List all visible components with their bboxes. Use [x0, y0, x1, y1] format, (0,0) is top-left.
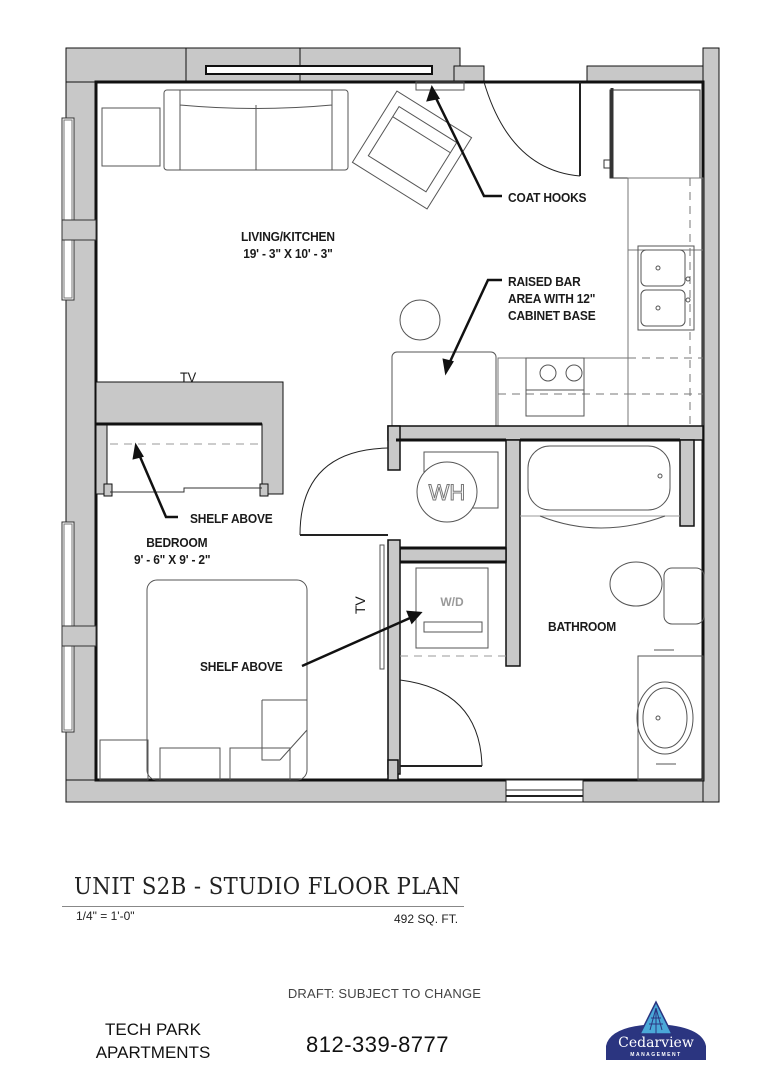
raised-bar-line3: CABINET BASE: [508, 308, 596, 323]
plan-area: 492 SQ. FT.: [394, 912, 459, 926]
water-heater: [416, 451, 499, 523]
water-heater-label: WH: [429, 480, 466, 505]
property-name: TECH PARK APARTMENTS: [78, 1018, 228, 1064]
bar-stool: [399, 299, 441, 341]
logo-subtitle: MANAGEMENT: [630, 1052, 682, 1058]
bathtub: [520, 445, 680, 529]
draft-note: DRAFT: SUBJECT TO CHANGE: [0, 986, 779, 1001]
interior-walls: [387, 425, 704, 781]
top-window: [205, 65, 433, 75]
kitchen-sink: [637, 245, 695, 331]
left-windows: [61, 117, 97, 733]
title-divider: [62, 906, 464, 907]
bathroom-label: BATHROOM: [548, 619, 617, 634]
plan-scale: 1/4" = 1'-0": [76, 909, 135, 923]
tv-living-label: TV: [180, 369, 197, 385]
toilet: [609, 561, 705, 625]
closet-walls: [95, 381, 284, 495]
living-room-label: LIVING/KITCHEN 19' - 3" X 10' - 3": [241, 228, 335, 262]
tv-bedroom-mount: [379, 544, 385, 670]
bedroom-name: BEDROOM: [146, 535, 208, 550]
bedroom-label: BEDROOM 9' - 6" X 9' - 2": [134, 534, 211, 568]
washer-dryer-label: W/D: [440, 595, 464, 609]
floor-plan: WH W/D: [61, 47, 720, 803]
logo-name: Cedarview: [618, 1035, 694, 1051]
raised-bar-line1: RAISED BAR: [508, 274, 581, 289]
armchair: [351, 90, 473, 210]
raised-bar-callout: RAISED BAR AREA WITH 12" CABINET BASE: [508, 273, 596, 324]
living-room-name: LIVING/KITCHEN: [241, 229, 335, 244]
tv-bedroom-label: TV: [352, 596, 368, 615]
bed: [99, 579, 308, 781]
stove: [525, 357, 585, 417]
living-room-dims: 19' - 3" X 10' - 3": [243, 246, 333, 261]
callout-leaders: [132, 85, 502, 668]
draft-note-text: DRAFT: SUBJECT TO CHANGE: [287, 986, 482, 1001]
cedarview-logo: [606, 1000, 706, 1060]
washer-dryer: [415, 567, 489, 649]
bedroom-dims: 9' - 6" X 9' - 2": [134, 552, 211, 567]
raised-bar-line2: AREA WITH 12": [508, 291, 596, 306]
property-name-line1: TECH PARK: [104, 1020, 202, 1039]
wd-shelf-callout: SHELF ABOVE: [200, 659, 283, 674]
plan-title: UNIT S2B - STUDIO FLOOR PLAN: [74, 874, 461, 900]
closet-shelf-callout: SHELF ABOVE: [190, 511, 273, 526]
vanity: [636, 649, 704, 781]
coat-hooks-callout: COAT HOOKS: [508, 190, 587, 205]
bottom-window: [505, 779, 584, 803]
sofa: [163, 89, 349, 171]
end-table: [101, 107, 161, 167]
property-name-line2: APARTMENTS: [95, 1043, 211, 1062]
phone-number: 812-339-8777: [306, 1032, 450, 1057]
